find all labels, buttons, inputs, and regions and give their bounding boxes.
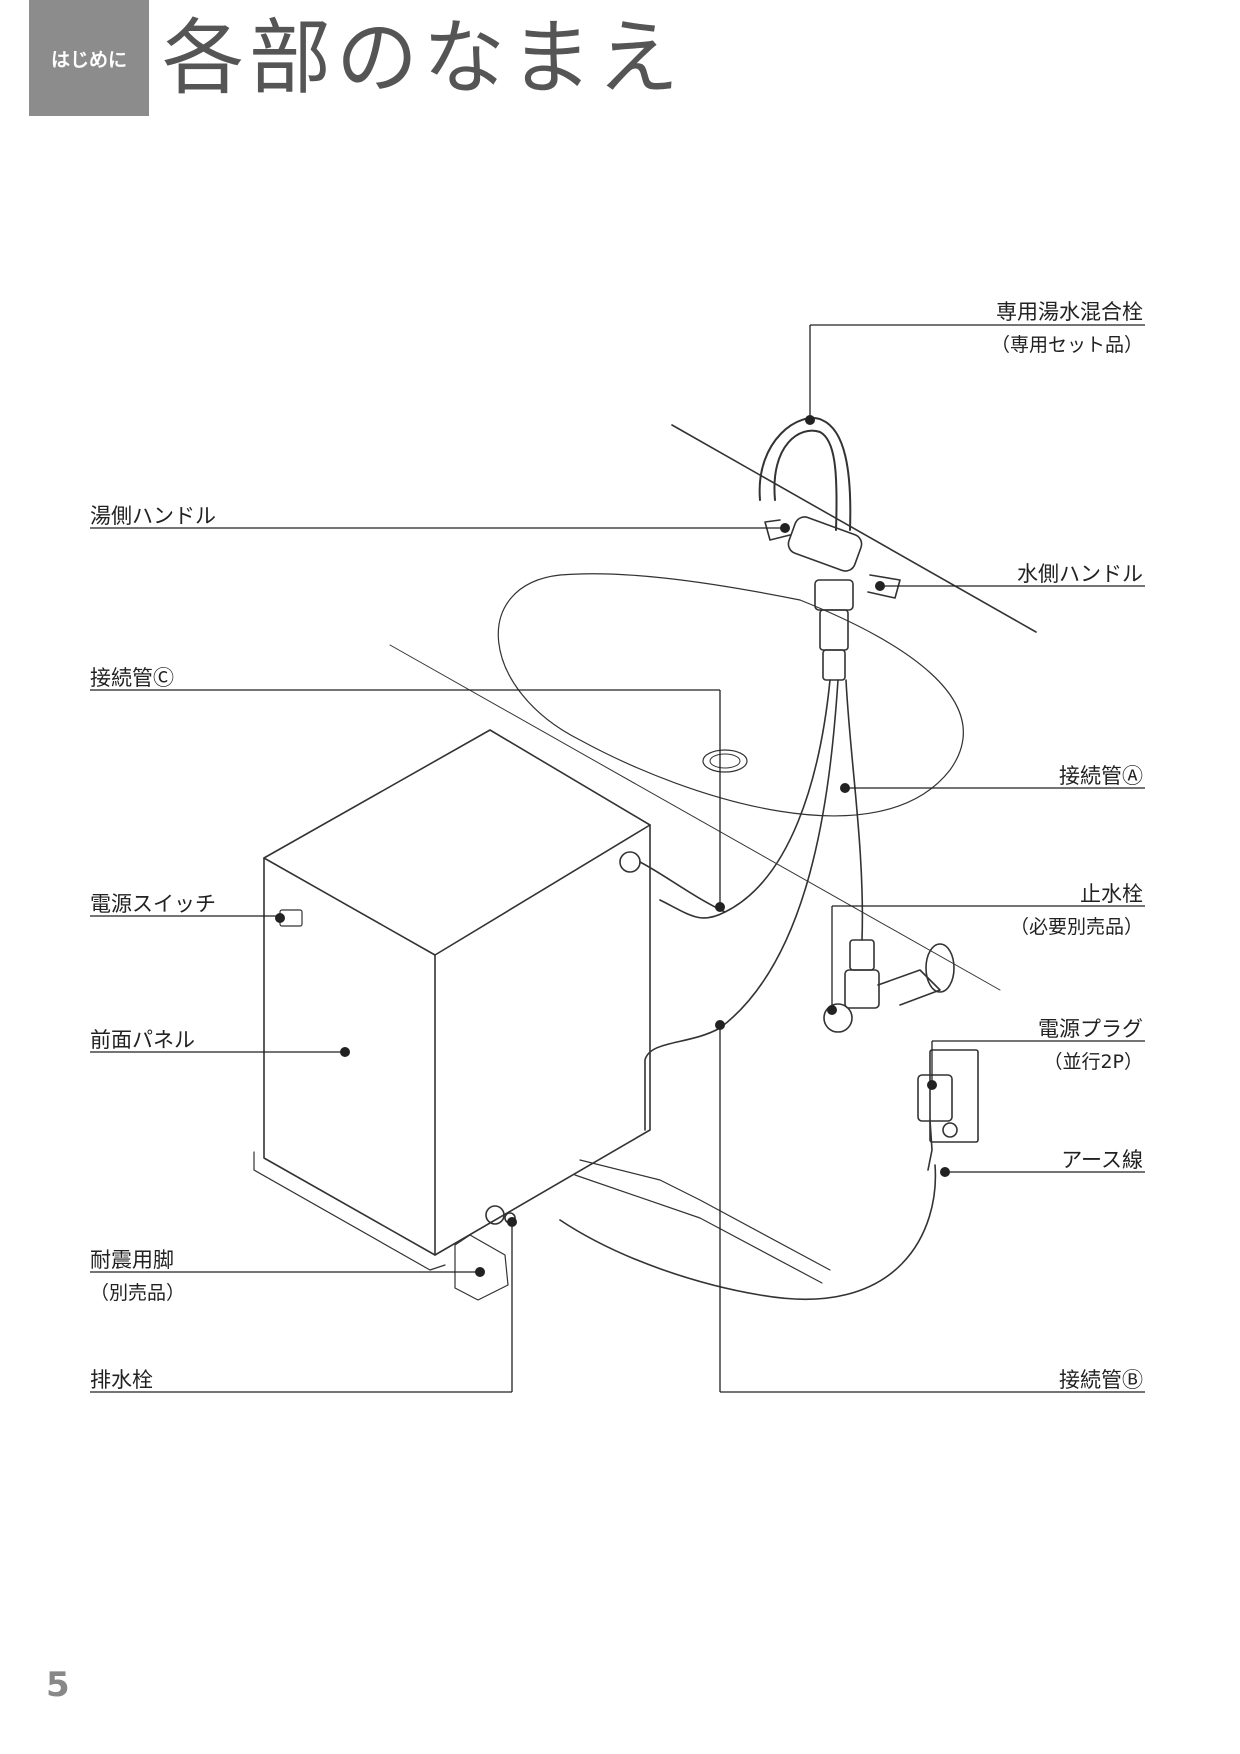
page-number: 5 <box>46 1665 70 1705</box>
label-power-switch: 電源スイッチ <box>90 892 216 916</box>
label-earth-wire: アース線 <box>1061 1148 1143 1172</box>
section-tab: はじめに <box>29 0 149 116</box>
label-cold-handle: 水側ハンドル <box>1017 562 1143 586</box>
label-power-plug-note: （並行2P） <box>1043 1051 1143 1073</box>
label-stop-valve: 止水栓 <box>1080 882 1143 906</box>
label-power-plug: 電源プラグ <box>1038 1017 1143 1041</box>
label-faucet: 専用湯水混合栓 <box>996 300 1143 324</box>
label-drain-plug: 排水栓 <box>90 1368 153 1392</box>
label-front-panel: 前面パネル <box>90 1028 195 1052</box>
label-pipe-b: 接続管Ⓑ <box>1059 1368 1143 1392</box>
label-faucet-note: （専用セット品） <box>990 334 1143 356</box>
label-hot-handle: 湯側ハンドル <box>90 504 216 528</box>
label-pipe-a: 接続管Ⓐ <box>1059 764 1143 788</box>
label-seismic-leg: 耐震用脚 <box>90 1248 174 1272</box>
page-title: 各部のなまえ <box>162 11 685 106</box>
label-seismic-leg-note: （別売品） <box>90 1282 186 1304</box>
label-pipe-c: 接続管Ⓒ <box>90 666 174 690</box>
label-stop-valve-note: （必要別売品） <box>1009 916 1143 938</box>
